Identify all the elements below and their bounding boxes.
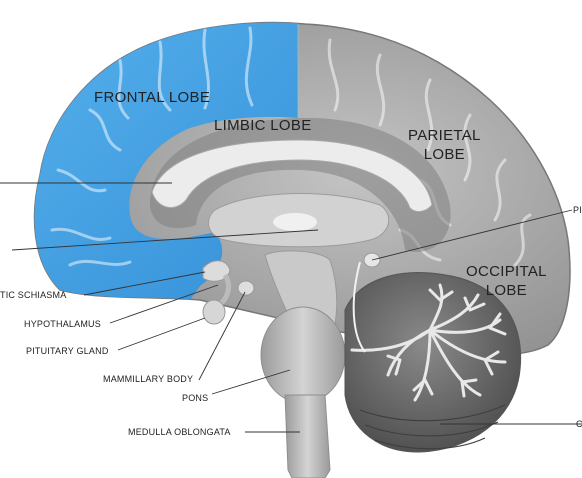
optic-chiasma-label: TIC SCHIASMA <box>0 290 66 301</box>
cerebellum-label-cut: C <box>576 419 582 430</box>
leader-line-pituitary <box>118 318 205 350</box>
limbic-lobe-label: LIMBIC LOBE <box>214 116 312 135</box>
parietal-lobe-label-line-2: LOBE <box>408 145 481 164</box>
occipital-lobe-label-line-2: LOBE <box>466 281 547 300</box>
mammillary-body-label: MAMMILLARY BODY <box>103 374 193 385</box>
mammillary <box>238 281 254 295</box>
parietal-lobe-label-line-1: PARIETAL <box>408 126 481 145</box>
occipital-lobe-label-line-1: OCCIPITAL <box>466 262 547 281</box>
pineal-label-cut: PI <box>573 205 582 216</box>
frontal-lobe-label: FRONTAL LOBE <box>94 88 210 107</box>
occipital-lobe-label: OCCIPITAL LOBE <box>466 262 547 300</box>
pituitary-gland-label: PITUITARY GLAND <box>26 346 109 357</box>
hypothalamus-label: HYPOTHALAMUS <box>24 319 101 330</box>
parietal-lobe-label: PARIETAL LOBE <box>408 126 481 164</box>
pituitary <box>203 300 225 324</box>
pons-label: PONS <box>182 393 208 404</box>
medulla-oblongata-label: MEDULLA OBLONGATA <box>128 427 231 438</box>
